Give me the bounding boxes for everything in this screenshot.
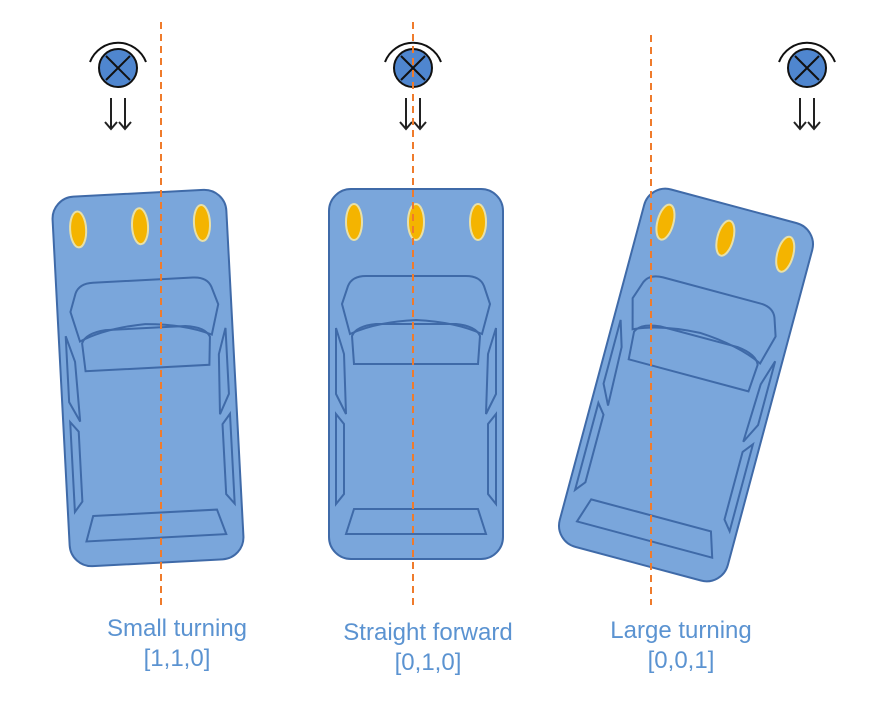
double-down-arrow-icon [793, 97, 821, 130]
scenario-large-turning [553, 35, 836, 605]
caption-large-turning: Large turning [0,0,1] [551, 616, 811, 676]
sensor-icon [89, 41, 147, 88]
state-vector: [0,0,1] [647, 647, 715, 674]
car-icon [328, 188, 504, 560]
caption-text: Straight forward [343, 619, 513, 646]
state-vector: [0,1,0] [394, 649, 462, 676]
car-icon [50, 187, 246, 569]
caption-small-turning: Small turning [1,1,0] [47, 614, 307, 674]
scenario-small-turning [50, 22, 246, 605]
double-down-arrow-icon [104, 97, 132, 130]
car-icon [553, 182, 819, 588]
state-vector: [1,1,0] [143, 645, 211, 672]
caption-text: Small turning [106, 615, 248, 642]
caption-text: Large turning [610, 617, 752, 644]
caption-straight-forward: Straight forward [0,1,0] [298, 618, 558, 678]
sensor-icon [778, 41, 836, 88]
scenario-straight-forward [328, 22, 504, 605]
